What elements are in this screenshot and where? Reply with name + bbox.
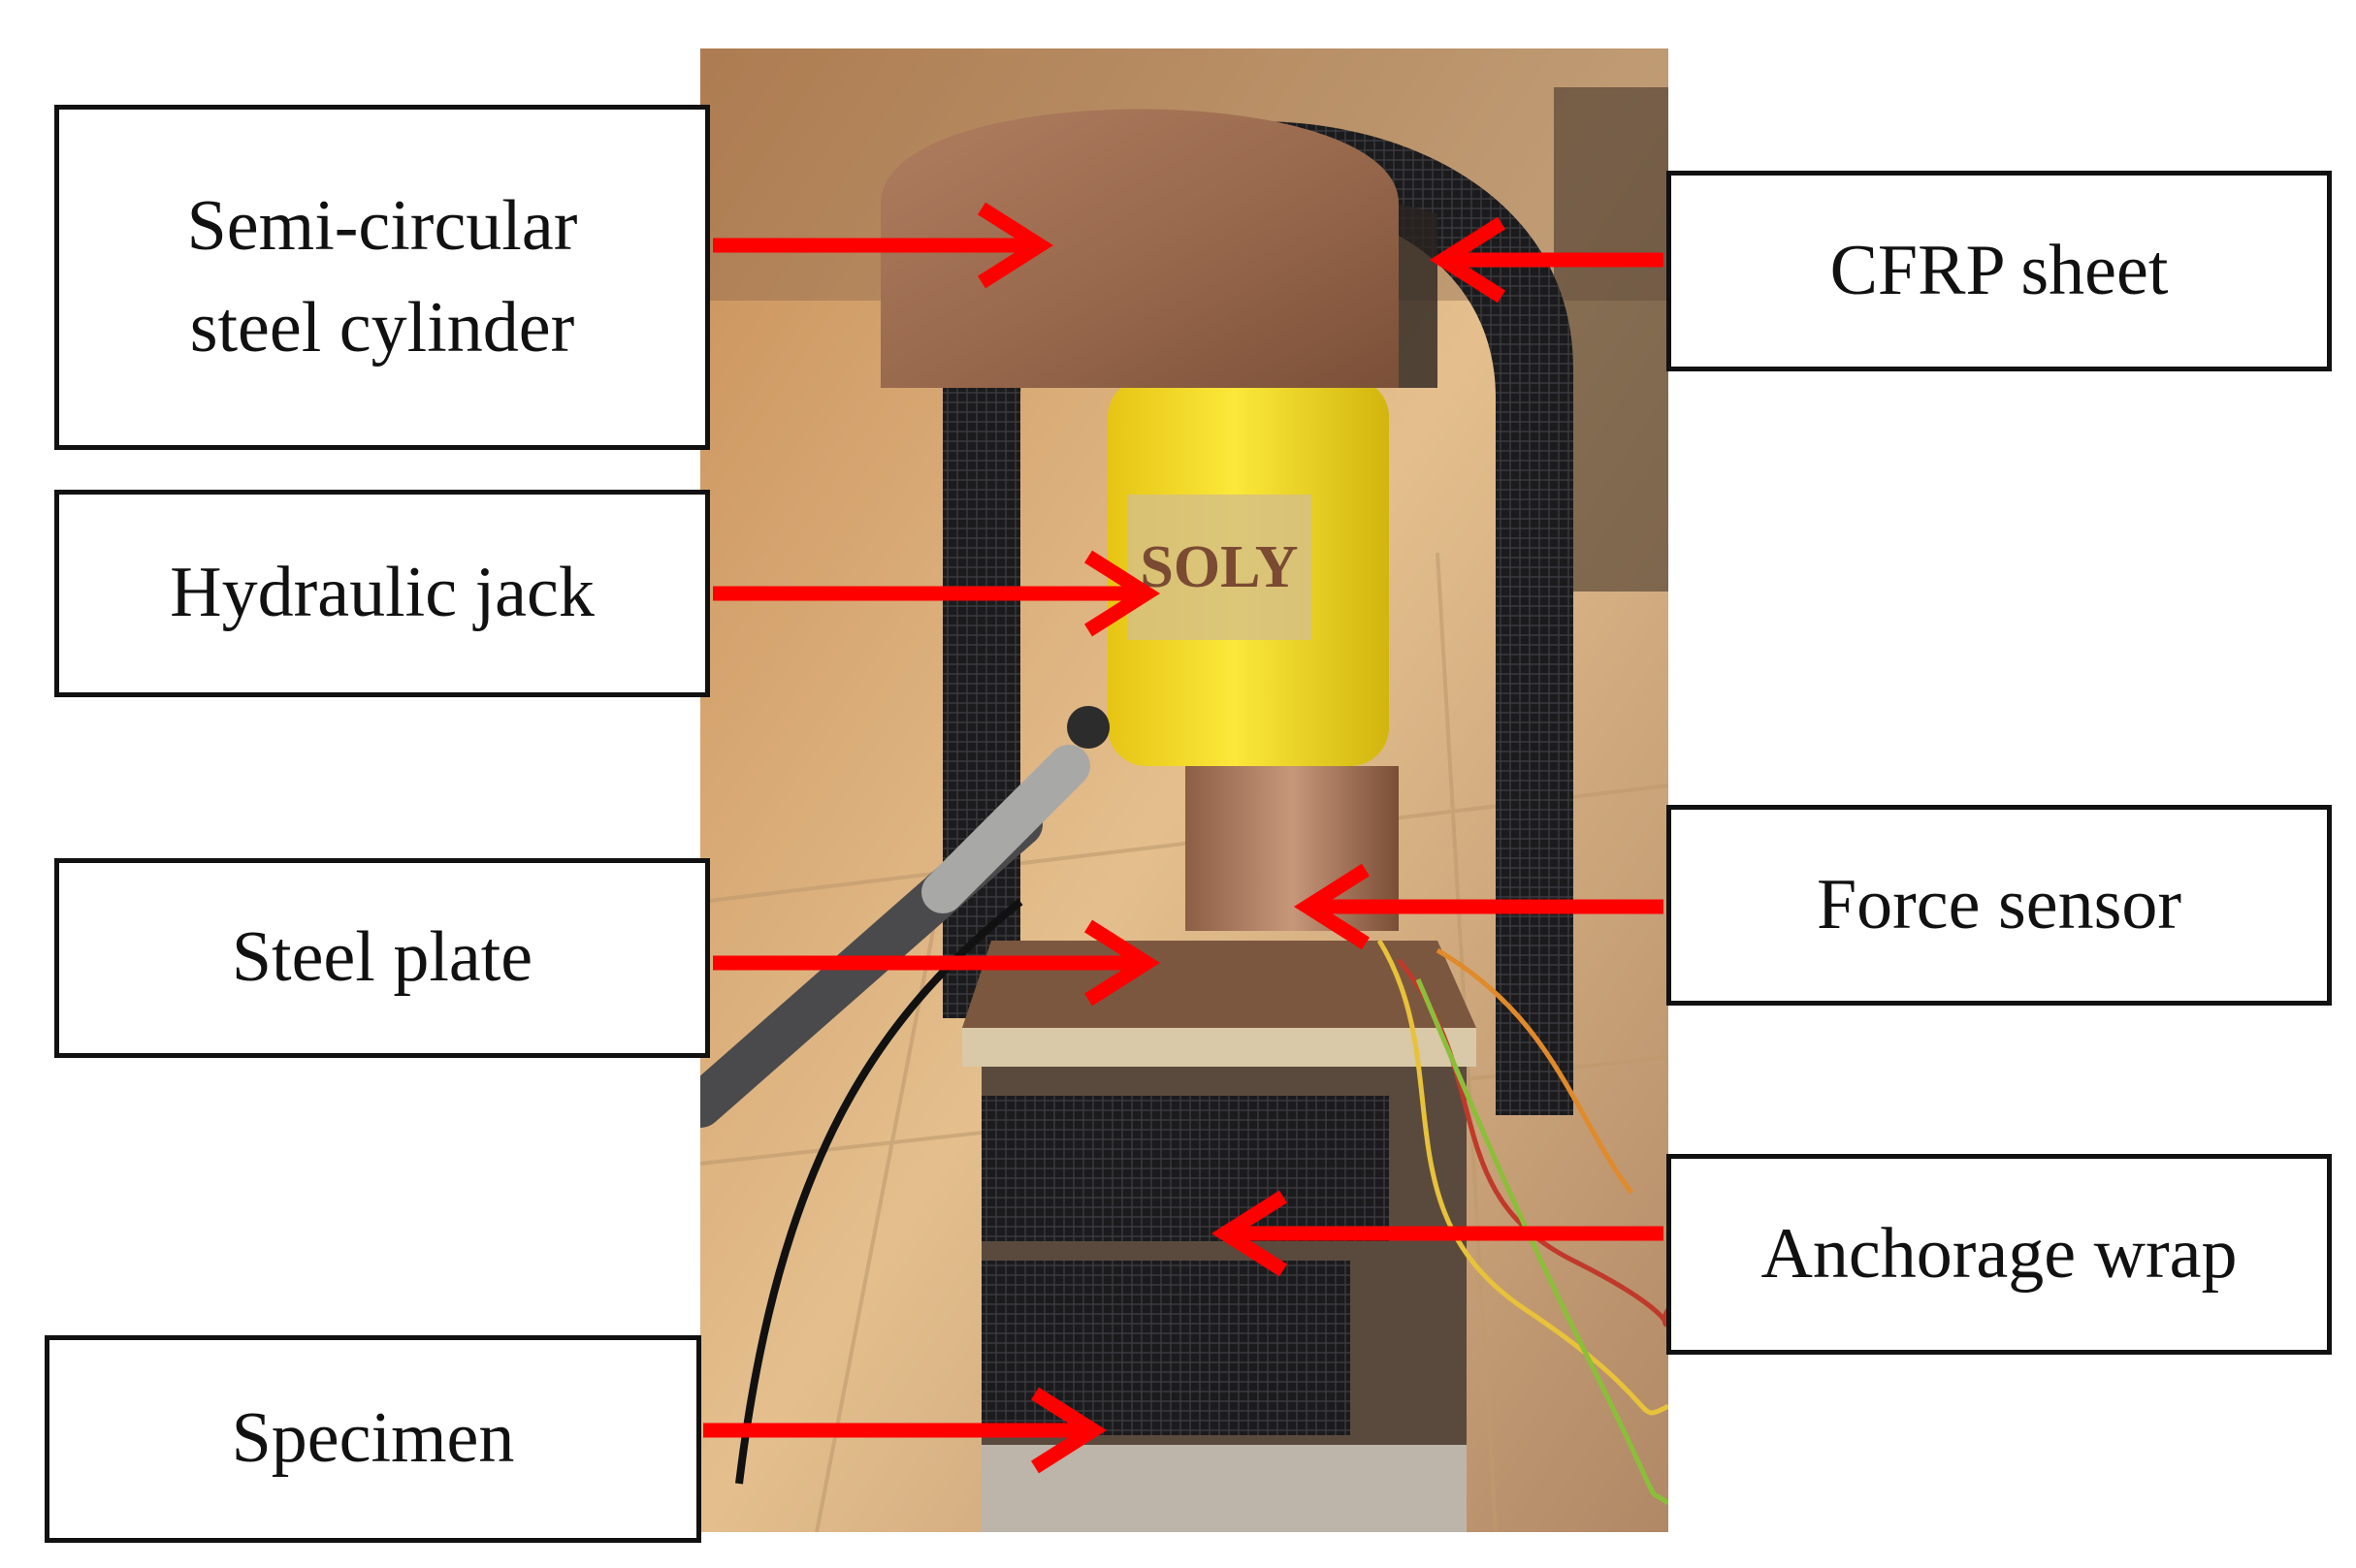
hose-fitting — [921, 745, 1090, 913]
gauge-wire — [1376, 939, 1668, 1416]
arrow-anchorage-wrap — [1210, 1190, 1663, 1277]
sensor-cable — [735, 898, 1023, 1485]
semi-circular-steel-cylinder — [881, 109, 1399, 388]
arrow-semi-circular-steel-cylinder — [713, 202, 1054, 289]
label-force-sensor: Force sensor — [1666, 805, 2332, 1006]
label-semi-circular-steel-cylinder: Semi-circular steel cylinder — [54, 105, 710, 450]
label-steel-plate: Steel plate — [54, 858, 710, 1058]
label-hydraulic-jack: Hydraulic jack — [54, 490, 710, 697]
test-setup-photo: SOLY — [700, 48, 1668, 1532]
arrow-specimen — [703, 1387, 1108, 1474]
label-specimen: Specimen — [45, 1335, 701, 1543]
arrow-steel-plate — [713, 919, 1161, 1007]
anchorage-wrap-upper — [982, 1096, 1389, 1241]
jack-brand-text: SOLY — [1140, 534, 1298, 600]
test-setup-illustration: SOLY — [700, 48, 1668, 1532]
label-cfrp-sheet: CFRP sheet — [1666, 171, 2332, 371]
arrow-force-sensor — [1293, 863, 1663, 950]
jack-brand-plate — [1127, 495, 1311, 640]
arrow-hydraulic-jack — [713, 550, 1161, 637]
label-anchorage-wrap: Anchorage wrap — [1666, 1154, 2332, 1355]
arrow-cfrp-sheet — [1429, 216, 1663, 304]
